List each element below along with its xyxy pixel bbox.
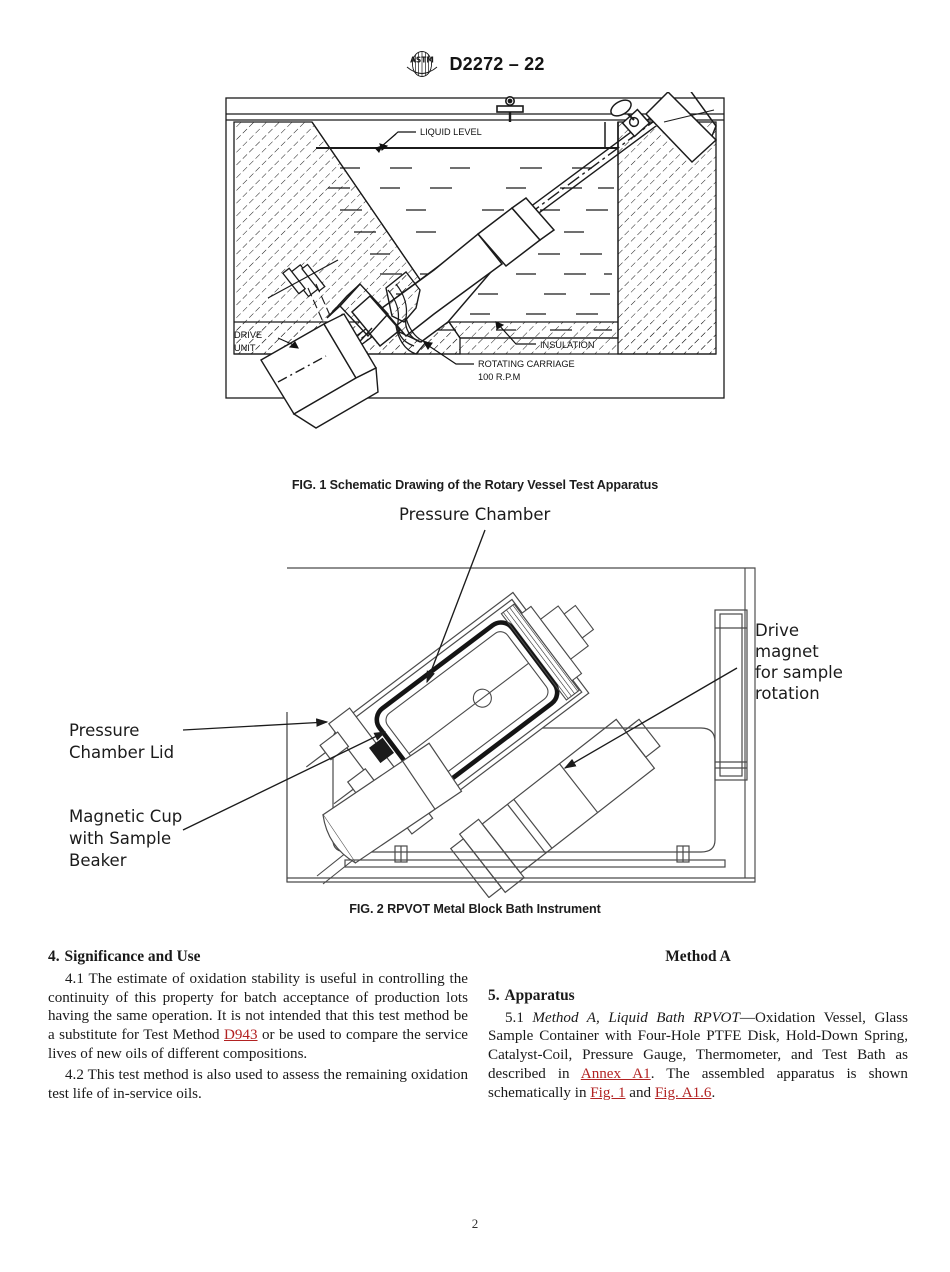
figure-2-label-magnetic-cup-3: Beaker [69, 851, 127, 870]
figure-2-drawing: Pressure Chamber Drive magnet for sample… [69, 505, 843, 898]
figure-1-label-drive-unit-2: UNIT [234, 343, 256, 353]
paragraph-4-1-text-before: The estimate of oxidation stability is u… [48, 970, 468, 1044]
figure-2-label-magnetic-cup-1: Magnetic Cup [69, 807, 182, 826]
paragraph-5-1: 5.1 Method A, Liquid Bath RPVOT—Oxidatio… [488, 1009, 908, 1103]
figure-2-label-drive-magnet-4: rotation [755, 684, 820, 703]
figure-1-label-liquid-level: LIQUID LEVEL [420, 127, 482, 137]
left-text-column: 4.Significance and Use 4.1 The estimate … [48, 948, 468, 1105]
figure-1-caption: FIG. 1 Schematic Drawing of the Rotary V… [291, 478, 659, 492]
standard-designation: D2272 – 22 [449, 53, 545, 74]
figure-2-label-drive-magnet-3: for sample [755, 663, 843, 682]
reference-link-fig-a1-6[interactable]: Fig. A1.6 [654, 1084, 712, 1101]
figure-1-label-rotating-carriage: ROTATING CARRIAGE [478, 359, 575, 369]
reference-link-annex-a1[interactable]: Annex A1 [580, 1065, 651, 1082]
section-4-heading: 4.Significance and Use [48, 948, 468, 967]
figure-2-caption: FIG. 2 RPVOT Metal Block Bath Instrument [349, 902, 601, 916]
figure-2-label-drive-magnet-1: Drive [755, 621, 799, 640]
section-5-heading: 5.Apparatus [488, 987, 908, 1006]
figure-2-label-magnetic-cup-2: with Sample [69, 829, 171, 848]
paragraph-5-1-number: 5.1 [505, 1009, 524, 1026]
figure-1-label-rotating-carriage-rpm: 100 R.P.M [478, 372, 520, 382]
paragraph-5-1-text-2: . The assembled apparatus is shown schem… [488, 1065, 908, 1101]
astm-logo-icon: ASTM [407, 51, 438, 77]
figure-2-label-drive-magnet-2: magnet [755, 642, 819, 661]
paragraph-4-1-text-after: or be used to compare the service lives … [48, 1027, 468, 1062]
paragraph-4-1: 4.1 The estimate of oxidation stability … [48, 970, 468, 1064]
paragraph-4-2-text: This test method is also used to assess … [48, 1066, 468, 1102]
page-header: ASTM D2272 – 22 [0, 47, 950, 81]
figure-2-label-chamber-lid-1: Pressure [69, 721, 139, 740]
right-text-column: Method A 5.Apparatus 5.1 Method A, Liqui… [488, 948, 908, 1105]
method-a-heading: Method A [665, 948, 731, 965]
paragraph-4-1-number: 4.1 [65, 970, 84, 987]
figure-1-label-insulation: INSULATION [540, 340, 594, 350]
section-4-title: Significance and Use [64, 948, 201, 965]
section-5-number: 5. [488, 986, 500, 1004]
section-4-number: 4. [48, 948, 60, 965]
reference-link-fig-1[interactable]: Fig. 1 [590, 1084, 626, 1101]
paragraph-5-1-text-4: . [711, 1084, 716, 1101]
figure-1: LIQUID LEVEL ROTATING CARRIAGE 100 R.P.M… [0, 92, 950, 492]
paragraph-5-1-text-3: and [625, 1084, 655, 1101]
figure-2-label-chamber-lid-2: Chamber Lid [69, 743, 174, 762]
svg-text:ASTM: ASTM [411, 56, 435, 65]
body-text-area: 4.Significance and Use 4.1 The estimate … [0, 948, 950, 1178]
figure-2-label-pressure-chamber: Pressure Chamber [399, 505, 550, 524]
section-5-title: Apparatus [504, 986, 575, 1004]
page-number: 2 [471, 1216, 479, 1231]
paragraph-5-1-text-1: —Oxidation Vessel, Glass Sample Containe… [488, 1009, 908, 1082]
reference-link-d943[interactable]: D943 [223, 1027, 258, 1044]
figure-1-label-drive-unit-1: DRIVE [234, 330, 262, 340]
figure-1-drawing: LIQUID LEVEL ROTATING CARRIAGE 100 R.P.M… [225, 92, 725, 429]
paragraph-4-2-number: 4.2 [65, 1066, 84, 1083]
paragraph-4-2: 4.2 This test method is also used to ass… [48, 1066, 468, 1104]
figure-2: Pressure Chamber Drive magnet for sample… [0, 500, 950, 916]
paragraph-5-1-italic-lead: Method A, Liquid Bath RPVOT [532, 1009, 740, 1026]
